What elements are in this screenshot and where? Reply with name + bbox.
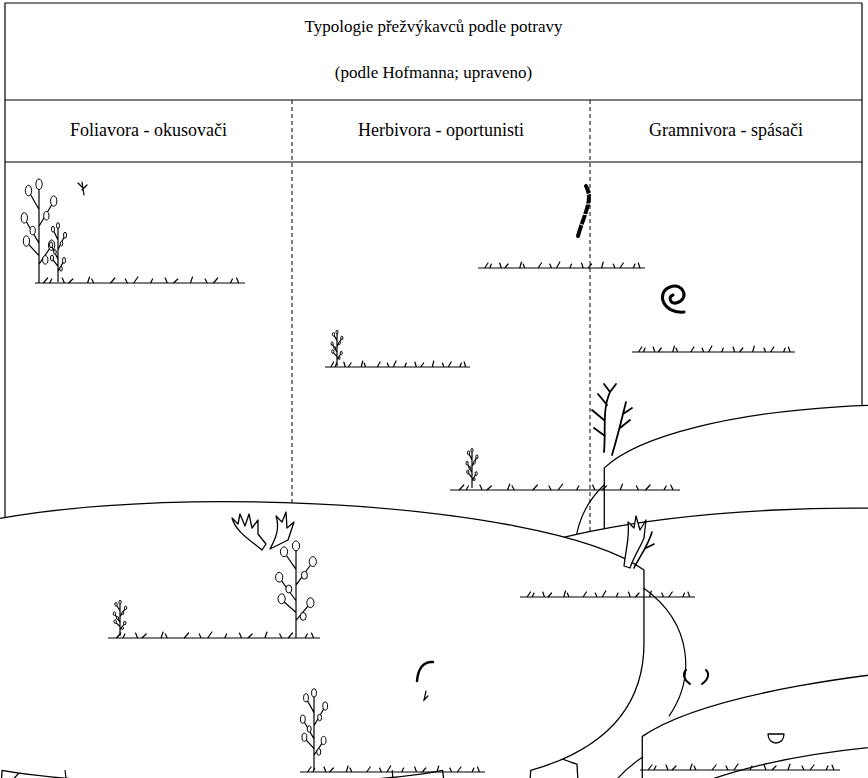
horn — [417, 662, 433, 681]
grass — [300, 766, 485, 772]
grass — [520, 591, 695, 597]
cattle — [0, 771, 711, 778]
diagram-title: Typologie přežvýkavců podle potravy — [305, 17, 563, 37]
grass — [450, 484, 680, 490]
column-header: Gramnivora - spásači — [590, 100, 862, 162]
moose — [260, 644, 868, 778]
plant — [331, 330, 343, 366]
grass — [108, 632, 320, 638]
beard — [424, 691, 428, 700]
source-note: (podle Hofmanna; upraveno) — [335, 63, 532, 83]
antlers — [624, 516, 646, 568]
grass — [325, 361, 470, 367]
antlers — [232, 514, 266, 550]
mouflon — [0, 502, 686, 778]
grass — [478, 262, 645, 268]
horn — [578, 186, 589, 236]
horn — [662, 286, 684, 312]
antlers — [634, 532, 654, 568]
horn-ridges — [580, 193, 591, 226]
bush — [276, 541, 317, 638]
title-cell: Typologie přežvýkavců podle potravy — [8, 6, 859, 48]
fallow-deer — [622, 742, 868, 778]
column-title: Foliavora - okusovači — [70, 120, 227, 142]
antlers — [270, 512, 294, 549]
bush — [50, 223, 67, 282]
plant — [113, 600, 127, 636]
grass — [35, 277, 245, 283]
grass — [632, 346, 795, 352]
grass — [640, 764, 840, 770]
column-header: Herbivora - oportunisti — [292, 100, 590, 162]
plant — [466, 448, 478, 488]
udder — [768, 734, 784, 743]
column-header: Foliavora - okusovači — [5, 100, 292, 162]
antlers — [592, 384, 632, 455]
column-title: Gramnivora - spásači — [649, 120, 803, 142]
subtitle-cell: (podle Hofmanna; upraveno) — [8, 50, 859, 96]
column-title: Herbivora - oportunisti — [358, 120, 524, 142]
antlers — [78, 182, 87, 195]
bush — [300, 689, 327, 770]
horns — [684, 670, 708, 684]
